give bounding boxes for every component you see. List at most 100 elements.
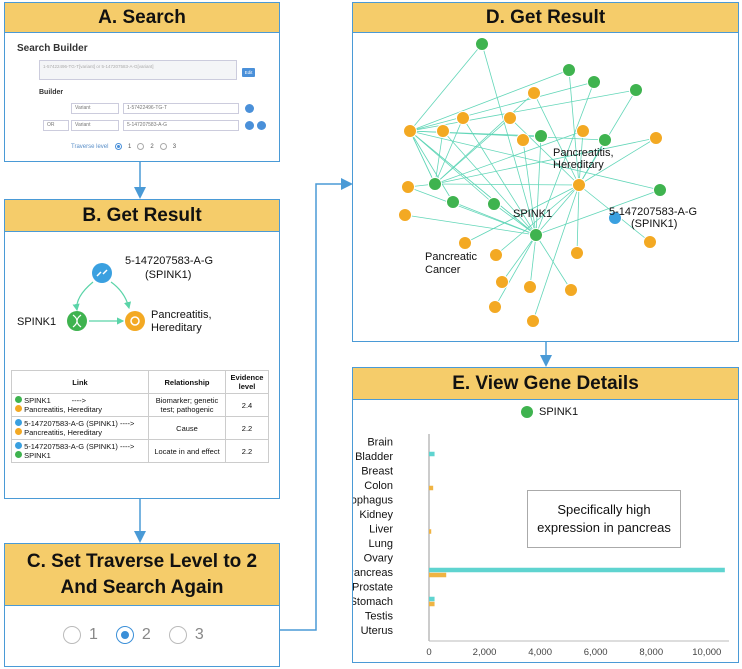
remove-row2-button[interactable] xyxy=(245,121,254,130)
disease-node-icon[interactable] xyxy=(523,280,537,294)
x-tick-label: 2,000 xyxy=(473,647,497,658)
variant-icon xyxy=(15,442,22,449)
row2-operator-select[interactable]: OR xyxy=(43,120,69,131)
disease-node-icon[interactable] xyxy=(572,178,586,192)
disease-node-icon[interactable] xyxy=(516,133,530,147)
gene-node-icon[interactable] xyxy=(487,197,501,211)
disease-node-icon[interactable] xyxy=(458,236,472,250)
disease-node-icon[interactable] xyxy=(564,283,578,297)
variant-node-icon[interactable] xyxy=(608,211,622,225)
x-tick-label: 4,000 xyxy=(528,647,552,658)
gene-node-icon[interactable] xyxy=(629,83,643,97)
disease-node-icon[interactable] xyxy=(436,124,450,138)
expanded-network-graph: Pancreatitis,Hereditary 5-147207583-A-G(… xyxy=(398,37,697,328)
x-tick-label: 8,000 xyxy=(639,647,663,658)
category-label: Lung xyxy=(369,538,393,550)
query-textarea[interactable]: 1-57422496-TG-T[variant] or 5-147207583-… xyxy=(39,60,237,80)
disease-node-icon[interactable] xyxy=(495,275,509,289)
bar xyxy=(429,601,435,607)
gene-node-icon[interactable] xyxy=(529,228,543,242)
table-row[interactable]: 5-147207583-A-G (SPINK1) ----> SPINK1 Lo… xyxy=(11,439,269,463)
graph-label-variant: 5-147207583-A-G(SPINK1) xyxy=(609,206,697,230)
edit-button[interactable]: Edit xyxy=(242,68,255,77)
gene-icon xyxy=(15,396,22,403)
disease-node-icon[interactable] xyxy=(401,180,415,194)
table-row[interactable]: SPINK1 ----> Pancreatitis, Hereditary Bi… xyxy=(11,393,269,417)
col-link: Link xyxy=(11,370,149,394)
panel-traverse: C. Set Traverse Level to 2 And Search Ag… xyxy=(4,543,280,667)
gene-header: SPINK1 xyxy=(521,406,578,418)
gene-node-label: SPINK1 xyxy=(17,316,56,328)
annotation-callout: Specifically high expression in pancreas xyxy=(527,490,681,548)
disease-node-icon[interactable] xyxy=(403,124,417,138)
evidence-table: Link Relationship Evidence level SPINK1 … xyxy=(11,370,269,463)
disease-node-icon[interactable] xyxy=(576,124,590,138)
disease-icon xyxy=(15,428,22,435)
level-1-label: 1 xyxy=(128,143,132,150)
gene-node-icon[interactable] xyxy=(67,311,87,331)
x-tick-label: 10,000 xyxy=(692,647,721,658)
category-label: Esophagus xyxy=(353,494,393,506)
traverse-radio-group: 1 2 3 xyxy=(63,626,204,644)
gene-node-icon[interactable] xyxy=(598,133,612,147)
gene-node-icon[interactable] xyxy=(653,183,667,197)
annotation-text: Specifically high expression in pancreas xyxy=(537,502,671,535)
category-label: Testis xyxy=(365,610,394,622)
gene-node-icon[interactable] xyxy=(534,129,548,143)
radio-level-2-label: 2 xyxy=(141,626,151,643)
x-tick-label: 0 xyxy=(426,647,431,658)
disease-node-icon[interactable] xyxy=(489,248,503,262)
x-tick-label: 6,000 xyxy=(584,647,608,658)
disease-node-icon[interactable] xyxy=(526,314,540,328)
disease-node-label: Pancreatitis,Hereditary xyxy=(151,309,212,334)
panel-e-title: E. View Gene Details xyxy=(353,368,738,400)
remove-row1-button[interactable] xyxy=(245,104,254,113)
gene-node-icon[interactable] xyxy=(587,75,601,89)
disease-node-icon[interactable] xyxy=(488,300,502,314)
category-label: Breast xyxy=(361,465,393,477)
disease-node-icon[interactable] xyxy=(527,86,541,100)
search-builder-heading: Search Builder xyxy=(17,43,88,54)
radio-level-2[interactable] xyxy=(115,626,134,644)
bar xyxy=(429,567,725,573)
gene-node-icon[interactable] xyxy=(446,195,460,209)
category-label: Liver xyxy=(369,523,393,535)
category-label: Pancreas xyxy=(353,567,393,579)
category-label: Colon xyxy=(364,480,393,492)
radio-level-3-label: 3 xyxy=(194,626,204,643)
variant-icon xyxy=(15,419,22,426)
disease-node-icon[interactable] xyxy=(649,131,663,145)
builder-label: Builder xyxy=(39,89,64,96)
radio-level-1[interactable] xyxy=(63,626,81,644)
traverse-level-radios[interactable]: 1 2 3 xyxy=(115,143,176,150)
row1-type-select[interactable]: Variant xyxy=(71,103,119,114)
variant-node-icon[interactable] xyxy=(92,263,112,283)
category-label: Uterus xyxy=(361,625,394,637)
row2-type-select[interactable]: Variant xyxy=(71,120,119,131)
disease-node-icon[interactable] xyxy=(398,208,412,222)
radio-level-1-label: 1 xyxy=(89,626,98,643)
category-label: Bladder xyxy=(355,451,393,463)
category-label: Prostate xyxy=(353,581,393,593)
disease-node-icon[interactable] xyxy=(456,111,470,125)
panel-c-title: C. Set Traverse Level to 2 And Search Ag… xyxy=(5,544,279,606)
gene-icon xyxy=(521,406,533,418)
gene-node-icon[interactable] xyxy=(475,37,489,51)
row1-value-input[interactable]: 1-57422496-TG-T xyxy=(123,103,239,114)
graph-label-spink1: SPINK1 xyxy=(513,208,552,220)
row2-value-input[interactable]: 5-147207583-A-G xyxy=(123,120,239,131)
add-row-button[interactable] xyxy=(257,121,266,130)
category-label: Kidney xyxy=(359,509,393,521)
disease-node-icon[interactable] xyxy=(643,235,657,249)
gene-node-icon[interactable] xyxy=(562,63,576,77)
disease-node-icon[interactable] xyxy=(503,111,517,125)
bar xyxy=(429,529,432,534)
level-3-label: 3 xyxy=(172,143,177,150)
radio-level-3[interactable] xyxy=(168,626,187,644)
table-row[interactable]: 5-147207583-A-G (SPINK1) ----> Pancreati… xyxy=(11,416,269,440)
disease-node-icon[interactable] xyxy=(125,311,145,331)
bar xyxy=(429,451,435,457)
disease-node-icon[interactable] xyxy=(570,246,584,260)
gene-node-icon[interactable] xyxy=(428,177,442,191)
